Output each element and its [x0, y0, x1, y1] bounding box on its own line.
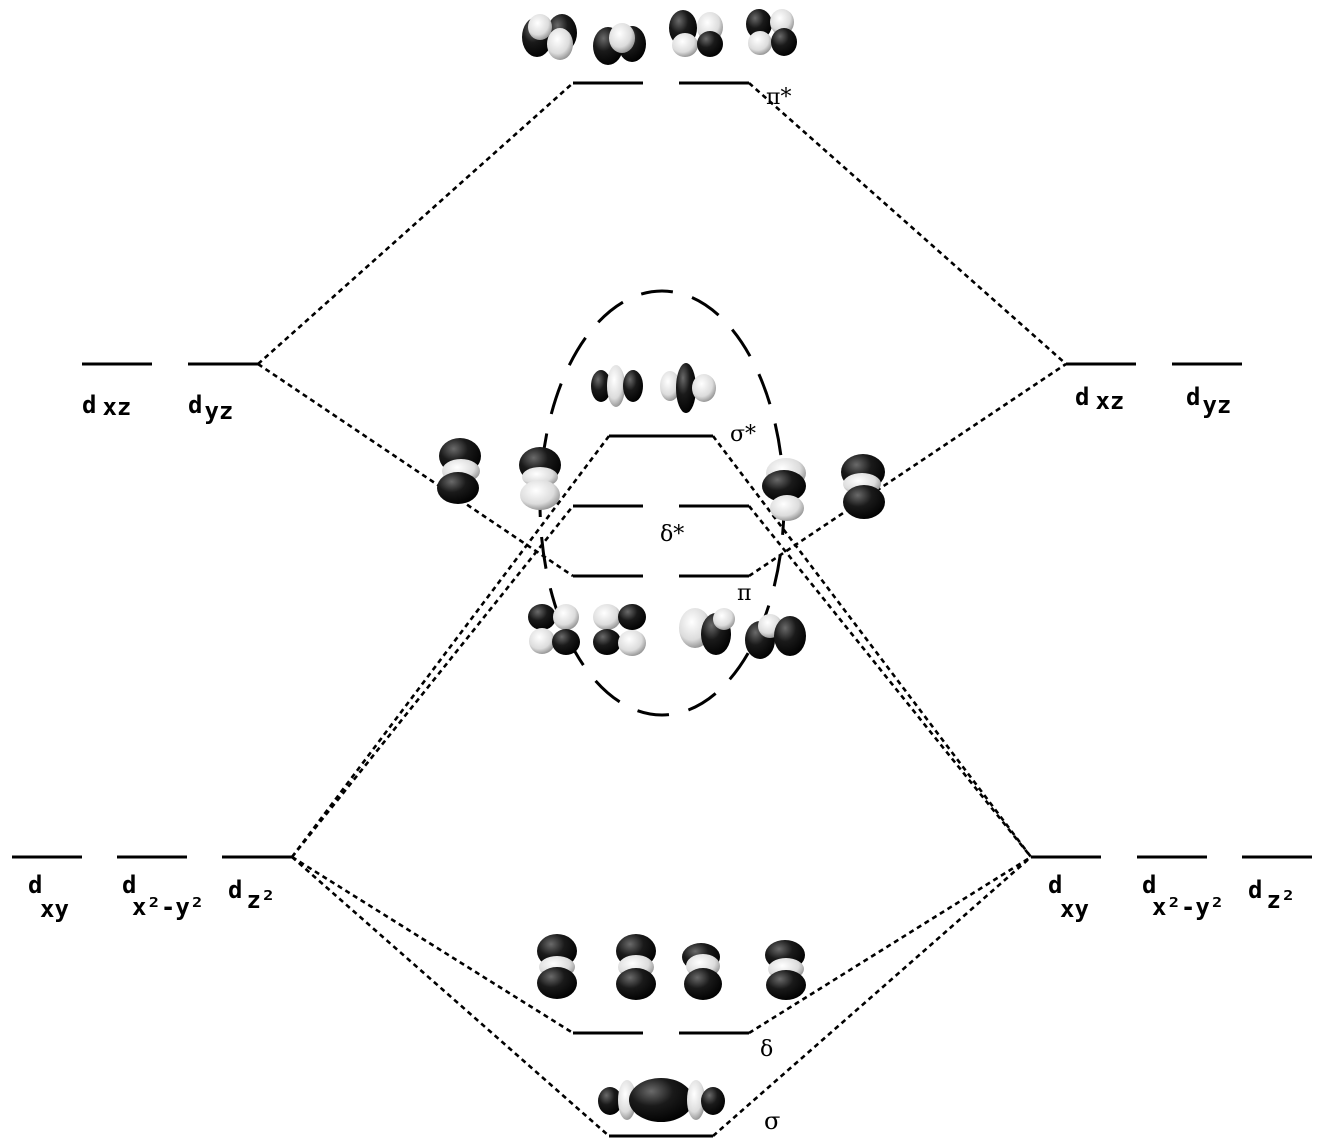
delta-orbital-icon	[537, 934, 806, 1000]
delta-star-label: δ*	[660, 522, 684, 547]
right-dyz-label: dyz	[1186, 383, 1231, 419]
pi-star-label: π*	[766, 85, 791, 110]
delta-label: δ	[760, 1037, 773, 1062]
left-dyz-label: dyz	[188, 391, 233, 425]
pi-orbital-icon	[528, 604, 806, 659]
dxz-orbital-icon	[437, 438, 561, 510]
sigma-star-label: σ*	[730, 422, 756, 447]
dyz-orbital-icon	[762, 454, 885, 521]
pi-star-orbital-icon	[522, 9, 797, 65]
energy-levels	[12, 81, 1312, 1138]
sigma-star-orbital-icon	[591, 363, 716, 413]
sigma-orbital-icon	[598, 1078, 725, 1122]
dashed-enclosure	[538, 289, 786, 717]
sigma-label: σ	[764, 1107, 780, 1135]
pi-label: π	[737, 581, 751, 606]
correlation-lines	[257, 82, 1067, 1137]
